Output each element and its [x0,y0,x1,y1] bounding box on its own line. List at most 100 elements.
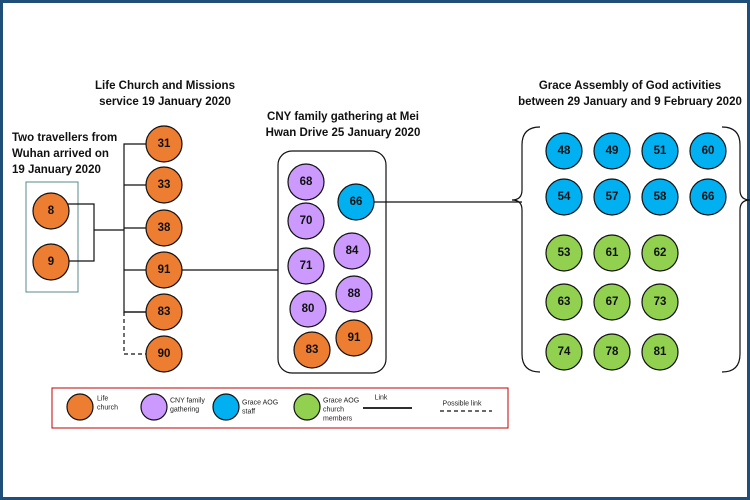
grace-member-node-62-label: 62 [654,247,667,259]
legend-cny-swatch [140,393,168,421]
grace-member-node-78-circle [593,333,631,371]
travellers-title-line1: Two travellers from [12,132,118,144]
grace-right-bracket [721,126,750,373]
grace-staff-node-49-circle [593,132,631,170]
grace-staff-node-60-circle [689,132,727,170]
cny-church-node-91-label: 91 [348,332,361,344]
grace-member-node-53: 53 [545,234,583,272]
grace-member-node-74-label: 74 [558,346,571,358]
grace-title-line2: between 29 January and 9 February 2020 [518,96,742,108]
life-church-title-line1: Life Church and Missions [95,80,235,92]
grace-staff-node-48: 48 [545,132,583,170]
cny-staff-node-66-circle [337,183,375,221]
grace-member-node-78-label: 78 [606,346,619,358]
church-node-91: 91 [145,251,183,289]
church-node-33-circle [145,166,183,204]
traveller-node-8: 8 [32,192,70,230]
church-node-91-circle [145,251,183,289]
grace-staff-node-60-label: 60 [702,145,715,157]
cny-church-node-83-circle [293,331,331,369]
grace-staff-node-66: 66 [689,178,727,216]
travellers-title: Two travellers from Wuhan arrived on 19 … [12,130,122,178]
church-node-90-label: 90 [158,348,171,360]
legend-link-label: Link [375,395,388,402]
grace-staff-node-54: 54 [545,178,583,216]
legend-staff-label-1: Grace AOG [242,400,278,407]
cny-node-84-circle [333,232,371,270]
grace-staff-node-51-label: 51 [654,145,667,157]
grace-member-node-53-label: 53 [558,247,571,259]
grace-member-node-73-circle [641,283,679,321]
grace-staff-node-58-label: 58 [654,191,667,203]
grace-member-node-63-label: 63 [558,296,571,308]
grace-member-node-81: 81 [641,333,679,371]
grace-member-node-53-circle [545,234,583,272]
church-node-33: 33 [145,166,183,204]
church-node-38-circle [145,209,183,247]
legend-possible-link-label: Possible link [443,401,482,408]
traveller-node-9-circle [32,243,70,281]
grace-member-node-67-label: 67 [606,296,619,308]
cny-node-71-circle [287,247,325,285]
traveller-node-8-circle [32,192,70,230]
grace-staff-node-58-circle [641,178,679,216]
grace-staff-node-51: 51 [641,132,679,170]
grace-member-node-74: 74 [545,333,583,371]
grace-left-bracket [511,126,541,373]
church-node-38-label: 38 [158,222,171,234]
cny-staff-node-66-label: 66 [350,196,363,208]
traveller-node-8-label: 8 [48,205,55,217]
legend-life-church-swatch [66,393,94,421]
church-node-31: 31 [145,125,183,163]
cny-node-70-label: 70 [300,215,313,227]
cny-node-71: 71 [287,247,325,285]
legend-members-label-2: church [323,407,344,414]
grace-staff-node-48-label: 48 [558,145,571,157]
grace-staff-node-57-circle [593,178,631,216]
life-church-title: Life Church and Missions service 19 Janu… [80,78,250,110]
grace-member-node-67: 67 [593,283,631,321]
cny-node-68: 68 [287,163,325,201]
church-node-90-circle [145,335,183,373]
legend-members-label-3: members [323,416,353,423]
grace-member-node-61: 61 [593,234,631,272]
grace-member-node-78: 78 [593,333,631,371]
cny-node-84: 84 [333,232,371,270]
grace-member-node-81-circle [641,333,679,371]
life-church-title-line2: service 19 January 2020 [99,96,231,108]
grace-staff-node-66-circle [689,178,727,216]
grace-member-node-62-circle [641,234,679,272]
cny-node-70: 70 [287,202,325,240]
cny-node-88-circle [335,275,373,313]
grace-member-node-63: 63 [545,283,583,321]
grace-member-node-73: 73 [641,283,679,321]
grace-staff-node-60: 60 [689,132,727,170]
grace-member-node-74-circle [545,333,583,371]
legend-staff-label-2: staff [242,409,255,416]
grace-staff-node-49-label: 49 [606,145,619,157]
church-node-90: 90 [145,335,183,373]
cny-box [277,150,387,374]
grace-staff-node-57-label: 57 [606,191,619,203]
legend-box [51,387,509,429]
legend-life-church-label-2: church [97,405,118,412]
grace-staff-node-66-label: 66 [702,191,715,203]
travellers-title-line3: 19 January 2020 [12,164,101,176]
church-node-31-circle [145,125,183,163]
legend-cny-label-1: CNY family [170,398,205,405]
church-node-83-label: 83 [158,306,171,318]
church-node-38: 38 [145,209,183,247]
grace-member-node-67-circle [593,283,631,321]
cny-staff-node-66: 66 [337,183,375,221]
travellers-bracket [66,203,95,262]
legend-life-church-label-1: Life [97,396,108,403]
travellers-box [25,181,79,293]
church-node-83: 83 [145,293,183,331]
connection-lines [25,126,750,374]
cny-church-node-91-circle [335,319,373,357]
grace-member-node-81-label: 81 [654,346,667,358]
grace-title: Grace Assembly of God activities between… [510,78,750,110]
